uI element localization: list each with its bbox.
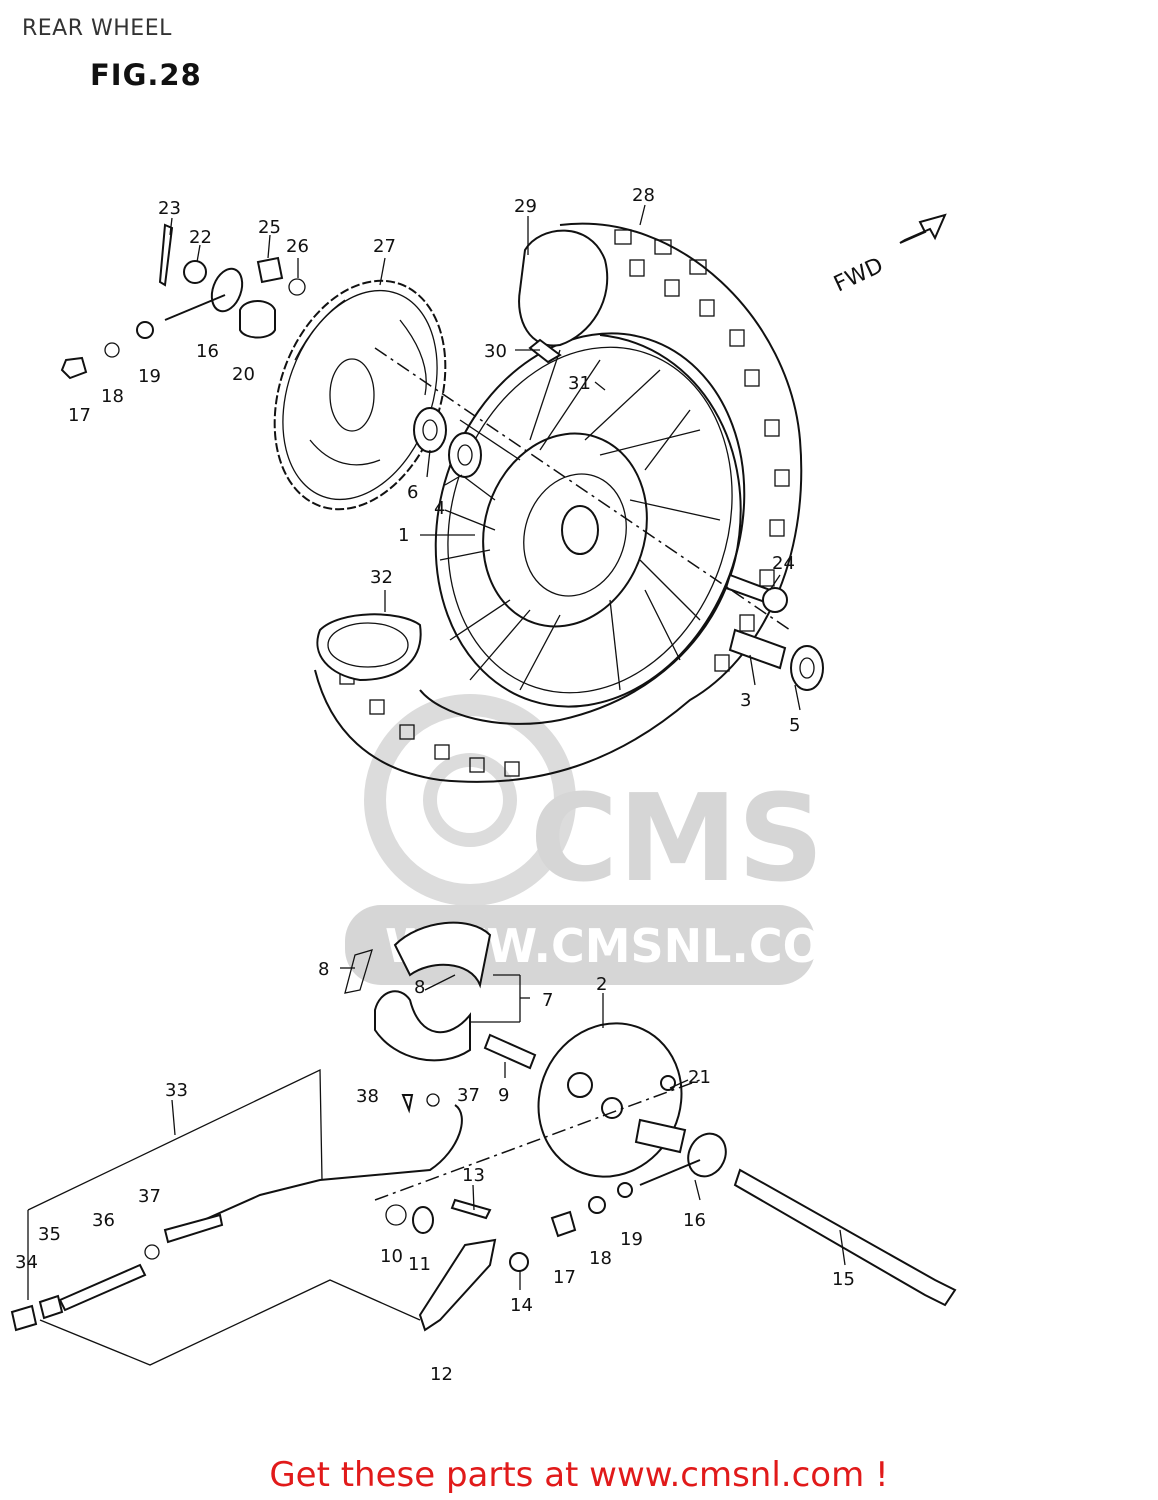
callout-38: 38 <box>356 1086 379 1107</box>
callout-18b: 18 <box>589 1248 612 1269</box>
callout-7: 7 <box>542 990 553 1011</box>
callout-14: 14 <box>510 1295 533 1316</box>
callout-23: 23 <box>158 198 181 219</box>
sprocket <box>273 279 447 511</box>
small-parts-top-left <box>60 223 306 380</box>
callout-16a: 16 <box>196 341 219 362</box>
callout-8b: 8 <box>414 977 425 998</box>
callout-26: 26 <box>286 236 309 257</box>
brake-shoes <box>344 921 492 1062</box>
assembly-center-lines <box>374 347 791 1201</box>
callout-33: 33 <box>165 1080 188 1101</box>
callout-9: 9 <box>498 1085 509 1106</box>
fwd-arrow-icon <box>899 213 947 244</box>
callout-25: 25 <box>258 217 281 238</box>
callout-24: 24 <box>772 553 795 574</box>
callout-30: 30 <box>484 341 507 362</box>
brake-rod-group <box>10 1068 463 1366</box>
callout-19b: 19 <box>620 1229 643 1250</box>
callout-29: 29 <box>514 196 537 217</box>
callout-5: 5 <box>789 715 800 736</box>
callout-1: 1 <box>398 525 409 546</box>
callout-31: 31 <box>568 373 591 394</box>
callout-20: 20 <box>232 364 255 385</box>
figure-label: FIG.28 <box>90 58 202 92</box>
callout-13: 13 <box>462 1165 485 1186</box>
callout-11: 11 <box>408 1254 431 1275</box>
callout-6: 6 <box>407 482 418 503</box>
callout-22: 22 <box>189 227 212 248</box>
callout-37b: 37 <box>457 1085 480 1106</box>
callout-28: 28 <box>632 185 655 206</box>
footer-parts-link[interactable]: Get these parts at www.cmsnl.com ! <box>269 1455 889 1495</box>
callout-8a: 8 <box>318 959 329 980</box>
callout-10: 10 <box>380 1246 403 1267</box>
callout-4: 4 <box>434 498 445 519</box>
leader-lines <box>169 204 846 1290</box>
callout-12: 12 <box>430 1364 453 1385</box>
callout-34: 34 <box>15 1252 38 1273</box>
bearings-and-spacer <box>413 407 824 691</box>
rear-wheel-assembly <box>314 222 803 783</box>
callout-18a: 18 <box>101 386 124 407</box>
callout-32: 32 <box>370 567 393 588</box>
watermark-brand: CMS <box>530 770 824 909</box>
callout-27: 27 <box>373 236 396 257</box>
callout-19a: 19 <box>138 366 161 387</box>
callout-16b: 16 <box>683 1210 706 1231</box>
callout-36: 36 <box>92 1210 115 1231</box>
callout-15: 15 <box>832 1269 855 1290</box>
forward-direction-indicator: FWD <box>830 213 947 297</box>
callout-35: 35 <box>38 1224 61 1245</box>
part-callouts: 1 2 3 4 5 6 7 8 8 9 10 11 12 13 14 15 16… <box>15 185 855 1385</box>
callout-37a: 37 <box>138 1186 161 1207</box>
callout-3: 3 <box>740 690 751 711</box>
callout-17b: 17 <box>553 1267 576 1288</box>
callout-2: 2 <box>596 974 607 995</box>
torque-link-group <box>385 1198 529 1332</box>
callout-21: 21 <box>688 1067 711 1088</box>
brake-panel-group <box>401 1022 957 1307</box>
callout-17a: 17 <box>68 405 91 426</box>
fwd-label: FWD <box>830 253 887 297</box>
page-title: REAR WHEEL <box>22 16 172 41</box>
